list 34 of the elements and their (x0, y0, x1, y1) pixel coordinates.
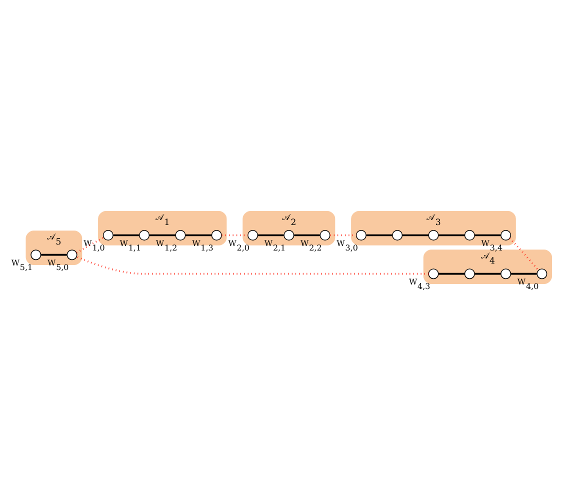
node-circle (30, 250, 42, 260)
connector (510, 272, 537, 275)
node-circle (175, 230, 186, 241)
connector (474, 234, 501, 236)
node-circle (284, 230, 294, 241)
node-circle (102, 230, 114, 241)
node-circle (500, 230, 512, 241)
connector (474, 272, 501, 275)
node-circle (139, 230, 150, 241)
connector (186, 234, 212, 236)
node-circle (464, 230, 475, 241)
node-circle (500, 268, 512, 280)
connector (41, 254, 67, 256)
node-circle (464, 268, 475, 280)
connector (402, 234, 428, 236)
connector (366, 234, 392, 236)
connector (438, 234, 465, 236)
node-circle (392, 230, 403, 241)
node-circle (428, 268, 439, 280)
node-circle (536, 268, 548, 280)
node-circle (356, 230, 366, 241)
connector (438, 272, 465, 275)
connector (113, 234, 140, 236)
node-circle (320, 230, 330, 241)
connector (258, 234, 284, 236)
node-circle (428, 230, 439, 241)
connector (294, 234, 320, 236)
node-circle (66, 250, 78, 260)
connector (509, 238, 540, 271)
connector (149, 234, 176, 236)
connector (76, 236, 104, 254)
connector (76, 256, 429, 275)
node-circle (211, 230, 222, 241)
node-circle (247, 230, 258, 241)
